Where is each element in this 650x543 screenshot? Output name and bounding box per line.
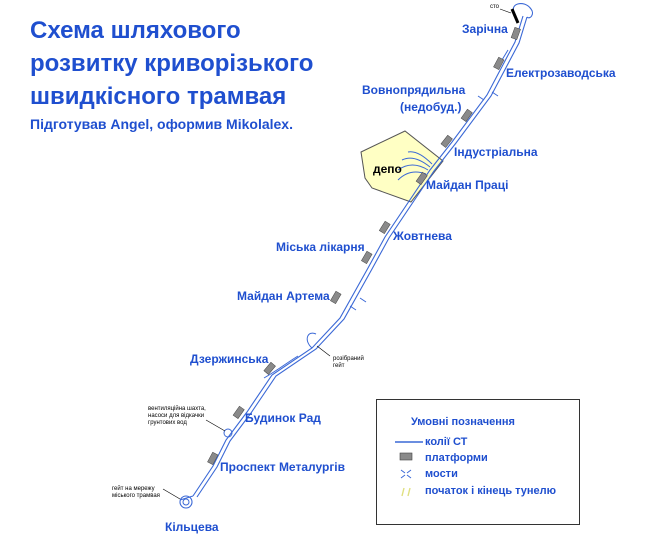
credits-line: Підготував Angel, оформив Mikolalex. xyxy=(30,116,293,132)
main-track-lines xyxy=(192,15,528,498)
note-ventilation-line-3: грунтових вод xyxy=(148,420,187,426)
note-pointers xyxy=(162,8,512,500)
note-ventilation-line-2: насоси для відкачки xyxy=(148,413,205,419)
depot-area xyxy=(360,130,444,203)
legend-tunnel: початок і кінець тунелю xyxy=(425,485,557,497)
platform-zhovtneva xyxy=(378,220,391,235)
legend-box: Умовні позначення колії СТ платформи мос… xyxy=(376,399,580,525)
platform-prospekt-metalurhiv xyxy=(207,451,219,466)
platform-vovnopriadylna xyxy=(460,108,473,122)
station-kiltseva: Кільцева xyxy=(165,520,219,534)
legend-bridges: мости xyxy=(425,468,458,480)
platform-industrialna xyxy=(440,134,453,148)
legend-platforms: платформи xyxy=(425,452,488,464)
station-vovnopriadylna-note: (недобуд.) xyxy=(400,100,462,114)
bridges xyxy=(349,91,499,311)
station-vovnopriadylna: Вовнопрядильна xyxy=(362,83,466,97)
station-zarichna: Зарічна xyxy=(462,22,508,36)
title-line-1: Схема шляхового xyxy=(30,17,241,44)
station-prospekt-metalurhiv: Проспект Металургів xyxy=(220,460,346,474)
platform-elektrozavodska xyxy=(493,56,505,71)
station-industrialna: Індустріальна xyxy=(454,145,538,159)
note-dismantled-gate: розібраний гейт xyxy=(333,356,364,370)
station-miska-likarnia: Міська лікарня xyxy=(276,240,365,254)
platform-miska-likarnia xyxy=(361,250,373,265)
note-city-gate: гейт на мережу міського трамвая xyxy=(112,486,160,500)
legend-tracks: колії СТ xyxy=(425,436,468,448)
station-maidan-artema: Майдан Артема xyxy=(237,289,330,303)
dismantled-gate-spur xyxy=(306,332,317,349)
south-loop xyxy=(179,495,193,509)
note-ventilation: вентиляційна шахта, насоси для відкачки … xyxy=(148,406,206,427)
depot-label: депо xyxy=(373,162,402,176)
station-budynok-rad: Будинок Рад xyxy=(245,411,321,425)
station-maidan-pratsi: Майдан Праці xyxy=(426,178,509,192)
station-elektrozavodska: Електрозаводська xyxy=(506,66,616,80)
legend-track-icon xyxy=(395,441,423,443)
legend-tunnel-icon xyxy=(401,487,411,497)
station-zhovtneva: Жовтнева xyxy=(393,229,452,243)
note-ventilation-line-1: вентиляційна шахта, xyxy=(148,406,206,412)
platforms xyxy=(207,26,521,466)
platform-maidan-pratsi xyxy=(415,171,428,185)
platform-dzerzhynska xyxy=(263,361,276,375)
city-gate-spur xyxy=(179,495,194,501)
ventilation-shaft xyxy=(223,428,233,438)
station-dzerzhynska: Дзержинська xyxy=(190,352,269,366)
note-city-gate-line-1: гейт на мережу xyxy=(112,486,155,492)
platform-budynok-rad xyxy=(232,405,245,419)
note-city-gate-line-2: міського трамвая xyxy=(112,493,160,499)
note-sto: сто xyxy=(490,4,500,10)
legend-title: Умовні позначення xyxy=(411,416,515,428)
legend-bridge-icon xyxy=(400,469,412,479)
siding-dzerzhynska xyxy=(263,355,299,379)
note-dismantled-gate-line-2: гейт xyxy=(333,363,345,369)
south-loop-inner xyxy=(182,498,190,506)
title-line-3: швидкісного трамвая xyxy=(30,83,287,110)
note-dismantled-gate-line-1: розібраний xyxy=(333,356,364,362)
platform-maidan-artema xyxy=(330,290,342,305)
platform-zarichna xyxy=(510,26,521,40)
north-loop xyxy=(512,3,534,19)
sto-track xyxy=(510,8,520,24)
title-line-2: розвитку криворізького xyxy=(30,50,314,77)
legend-platform-icon xyxy=(399,452,413,461)
